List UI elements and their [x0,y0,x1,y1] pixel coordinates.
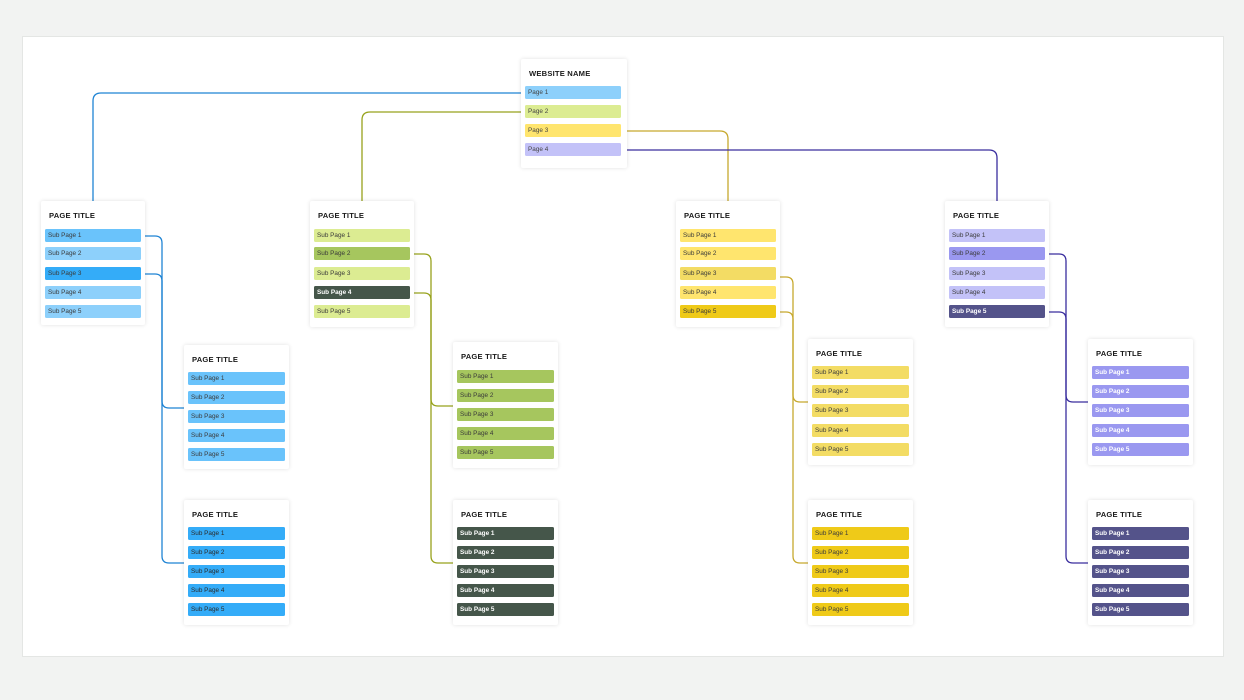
blue-parent-card: PAGE TITLE Sub Page 1 Sub Page 2 Sub Pag… [41,201,145,325]
sub-page-item[interactable]: Sub Page 1 [1092,366,1189,379]
sub-page-item[interactable]: Sub Page 5 [812,443,909,456]
page-item[interactable]: Page 2 [525,105,621,118]
sub-page-item[interactable]: Sub Page 1 [949,229,1045,242]
sub-page-item[interactable]: Sub Page 3 [457,565,554,578]
sub-page-item[interactable]: Sub Page 4 [1092,584,1189,597]
indigo-child-card-b: PAGE TITLE Sub Page 1 Sub Page 2 Sub Pag… [1088,500,1193,625]
gold-child-card-b: PAGE TITLE Sub Page 1 Sub Page 2 Sub Pag… [808,500,913,625]
sub-page-item[interactable]: Sub Page 5 [457,446,554,459]
gold-child-card-a: PAGE TITLE Sub Page 1 Sub Page 2 Sub Pag… [808,339,913,465]
sub-page-item[interactable]: Sub Page 5 [949,305,1045,318]
sub-page-item[interactable]: Sub Page 1 [457,370,554,383]
sub-page-item[interactable]: Sub Page 2 [680,247,776,260]
olive-child-card-b: PAGE TITLE Sub Page 1 Sub Page 2 Sub Pag… [453,500,558,625]
page-item[interactable]: Page 1 [525,86,621,99]
sub-page-item[interactable]: Sub Page 2 [188,546,285,559]
sub-page-item[interactable]: Sub Page 1 [812,366,909,379]
olive-child-card-a: PAGE TITLE Sub Page 1 Sub Page 2 Sub Pag… [453,342,558,468]
sub-page-item[interactable]: Sub Page 3 [1092,404,1189,417]
sub-page-item[interactable]: Sub Page 3 [1092,565,1189,578]
sub-page-item[interactable]: Sub Page 4 [812,424,909,437]
card-title: PAGE TITLE [816,510,863,519]
sub-page-item[interactable]: Sub Page 2 [1092,546,1189,559]
sub-page-item[interactable]: Sub Page 4 [45,286,141,299]
sub-page-item[interactable]: Sub Page 5 [812,603,909,616]
card-title: PAGE TITLE [953,211,1000,220]
sub-page-item[interactable]: Sub Page 1 [680,229,776,242]
card-title: PAGE TITLE [192,355,239,364]
sub-page-item[interactable]: Sub Page 3 [188,565,285,578]
sub-page-item[interactable]: Sub Page 3 [188,410,285,423]
sub-page-item[interactable]: Sub Page 3 [949,267,1045,280]
sub-page-item[interactable]: Sub Page 1 [188,372,285,385]
sub-page-item[interactable]: Sub Page 2 [457,389,554,402]
sub-page-item[interactable]: Sub Page 4 [457,584,554,597]
sub-page-item[interactable]: Sub Page 2 [314,247,410,260]
sub-page-item[interactable]: Sub Page 4 [314,286,410,299]
sub-page-item[interactable]: Sub Page 2 [1092,385,1189,398]
sub-page-item[interactable]: Sub Page 2 [188,391,285,404]
sub-page-item[interactable]: Sub Page 5 [314,305,410,318]
sub-page-item[interactable]: Sub Page 3 [45,267,141,280]
indigo-parent-card: PAGE TITLE Sub Page 1 Sub Page 2 Sub Pag… [945,201,1049,327]
sub-page-item[interactable]: Sub Page 1 [1092,527,1189,540]
card-title: PAGE TITLE [461,352,508,361]
sub-page-item[interactable]: Sub Page 1 [45,229,141,242]
sub-page-item[interactable]: Sub Page 4 [680,286,776,299]
indigo-child-card-a: PAGE TITLE Sub Page 1 Sub Page 2 Sub Pag… [1088,339,1193,465]
sub-page-item[interactable]: Sub Page 3 [812,565,909,578]
olive-parent-card: PAGE TITLE Sub Page 1 Sub Page 2 Sub Pag… [310,201,414,327]
sub-page-item[interactable]: Sub Page 3 [457,408,554,421]
card-title: WEBSITE NAME [529,69,591,78]
sub-page-item[interactable]: Sub Page 5 [680,305,776,318]
card-title: PAGE TITLE [1096,349,1143,358]
sub-page-item[interactable]: Sub Page 1 [188,527,285,540]
sub-page-item[interactable]: Sub Page 3 [812,404,909,417]
sub-page-item[interactable]: Sub Page 5 [188,603,285,616]
page-item[interactable]: Page 3 [525,124,621,137]
sub-page-item[interactable]: Sub Page 4 [949,286,1045,299]
gold-parent-card: PAGE TITLE Sub Page 1 Sub Page 2 Sub Pag… [676,201,780,327]
sub-page-item[interactable]: Sub Page 2 [457,546,554,559]
card-title: PAGE TITLE [318,211,365,220]
sub-page-item[interactable]: Sub Page 5 [45,305,141,318]
sub-page-item[interactable]: Sub Page 3 [680,267,776,280]
blue-child-card-a: PAGE TITLE Sub Page 1 Sub Page 2 Sub Pag… [184,345,289,469]
sub-page-item[interactable]: Sub Page 1 [314,229,410,242]
page-item[interactable]: Page 4 [525,143,621,156]
blue-child-card-b: PAGE TITLE Sub Page 1 Sub Page 2 Sub Pag… [184,500,289,625]
sub-page-item[interactable]: Sub Page 3 [314,267,410,280]
card-title: PAGE TITLE [192,510,239,519]
sub-page-item[interactable]: Sub Page 4 [1092,424,1189,437]
sub-page-item[interactable]: Sub Page 1 [812,527,909,540]
sub-page-item[interactable]: Sub Page 2 [45,247,141,260]
sub-page-item[interactable]: Sub Page 4 [188,429,285,442]
sub-page-item[interactable]: Sub Page 5 [188,448,285,461]
sub-page-item[interactable]: Sub Page 2 [812,385,909,398]
sub-page-item[interactable]: Sub Page 2 [949,247,1045,260]
card-title: PAGE TITLE [461,510,508,519]
sub-page-item[interactable]: Sub Page 5 [1092,443,1189,456]
sub-page-item[interactable]: Sub Page 1 [457,527,554,540]
sub-page-item[interactable]: Sub Page 4 [812,584,909,597]
card-title: PAGE TITLE [684,211,731,220]
sub-page-item[interactable]: Sub Page 4 [188,584,285,597]
card-title: PAGE TITLE [49,211,96,220]
card-title: PAGE TITLE [816,349,863,358]
sub-page-item[interactable]: Sub Page 2 [812,546,909,559]
card-title: PAGE TITLE [1096,510,1143,519]
website-card: WEBSITE NAME Page 1 Page 2 Page 3 Page 4 [521,59,627,168]
sub-page-item[interactable]: Sub Page 5 [457,603,554,616]
sub-page-item[interactable]: Sub Page 5 [1092,603,1189,616]
sub-page-item[interactable]: Sub Page 4 [457,427,554,440]
